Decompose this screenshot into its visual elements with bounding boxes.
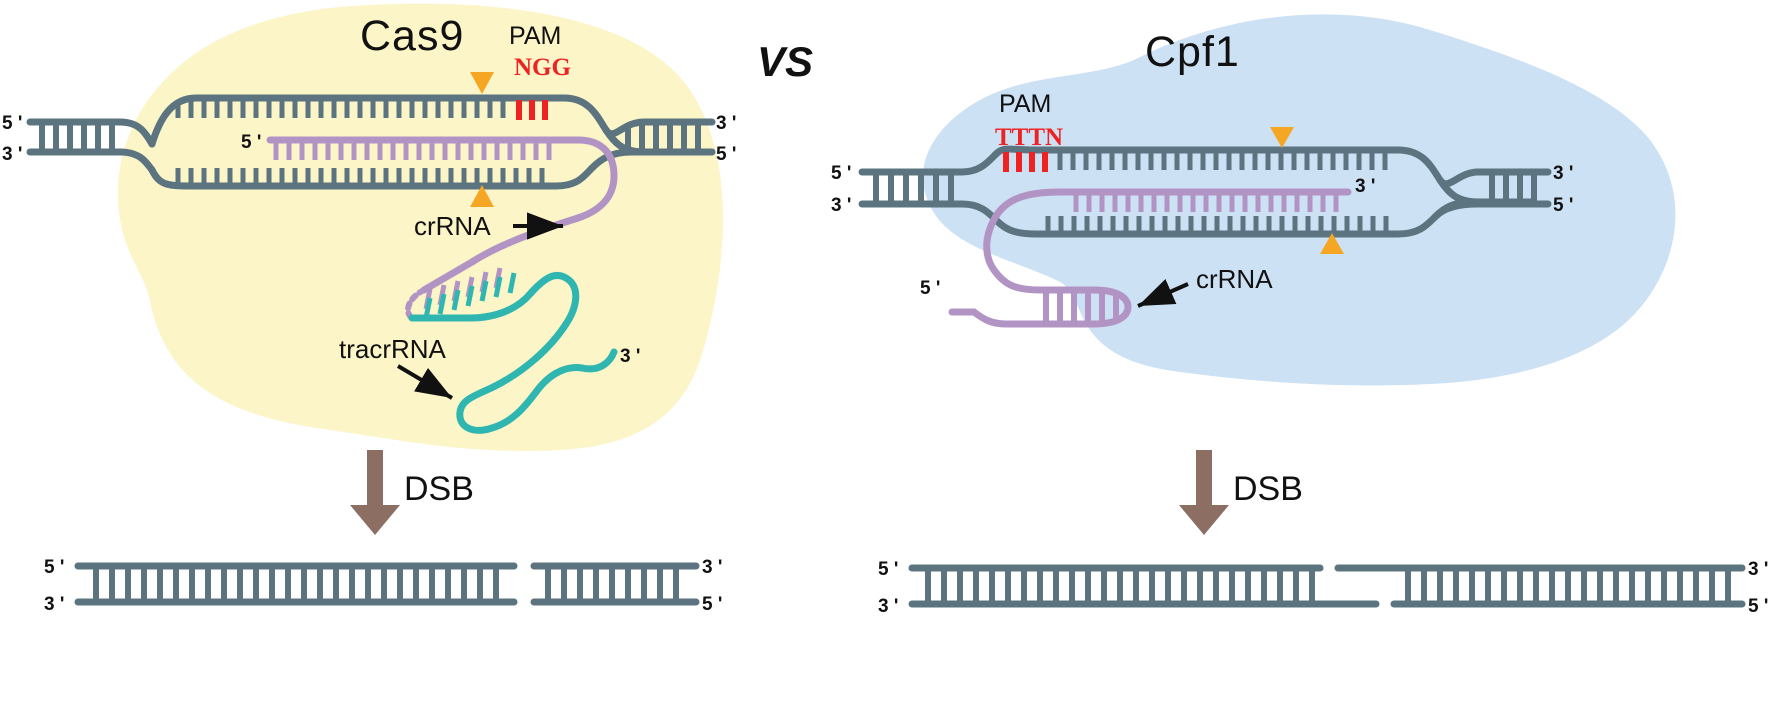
cas9-product-blunt: 5 ' 3 ' 3 ' 5 ' [44,557,722,615]
cpf1-product-label-right-5prime: 5 ' [1748,596,1768,617]
cas9-pam-label: PAM [509,22,561,50]
cpf1-product-label-left-5prime: 5 ' [878,559,898,580]
cas9-label-left-3prime: 3 ' [2,144,22,165]
cas9-tracrrna-3prime-label: 3 ' [620,346,640,367]
cpf1-crrna-label: crRNA [1196,264,1273,294]
cas9-label-right-3prime: 3 ' [716,113,736,134]
cpf1-pam-bases [1003,152,1048,172]
cas9-tracrrna-label: tracrRNA [339,334,447,364]
cas9-crrna: 5 ' [241,132,618,266]
cpf1-crrna-3prime-label: 3 ' [1355,176,1375,197]
cpf1-right-duplex: 3 ' 5 ' [1432,163,1573,220]
cpf1-dsb-arrow [1179,450,1229,535]
cpf1-cut-marker-bottom [1320,233,1344,254]
cpf1-crrna-5prime-label: 5 ' [920,278,940,299]
cas9-top-strand [148,94,704,156]
cpf1-dsb-label: DSB [1233,470,1303,508]
cas9-tracrrna-pointer [396,364,454,400]
cpf1-left-duplex: 5 ' 3 ' [831,150,1000,224]
cpf1-crrna: 5 ' 3 ' [920,176,1375,328]
cas9-crrna-tracrrna-duplex [405,258,570,322]
cas9-product-label-right-5prime: 5 ' [702,594,722,615]
cas9-cut-marker-top [470,72,494,94]
cpf1-top-strand [992,145,1538,206]
cpf1-label-left-3prime: 3 ' [831,195,851,216]
cas9-dsb-arrow [350,450,400,535]
cas9-crrna-label: crRNA [414,211,491,241]
cas9-title: Cas9 [360,12,464,60]
cpf1-product-label-left-3prime: 3 ' [878,596,898,617]
cpf1-title: Cpf1 [1145,28,1240,76]
cas9-label-left-5prime: 5 ' [2,113,22,134]
cas9-right-duplex: 3 ' 5 ' [602,113,736,165]
cpf1-product-staggered: 5 ' 3 ' 3 ' 5 ' [878,559,1768,617]
cas9-cut-marker-bottom [470,185,494,207]
cas9-product-label-left-5prime: 5 ' [44,557,64,578]
cpf1-pam-label: PAM [999,90,1051,118]
cas9-product-label-right-3prime: 3 ' [702,557,722,578]
cas9-pam-bases [516,100,548,120]
cas9-label-right-5prime: 5 ' [716,144,736,165]
comparator-label: VS [757,38,813,85]
cpf1-label-right-3prime: 3 ' [1553,163,1573,184]
cas9-pam-sequence: NGG [514,54,571,81]
cpf1-cut-marker-top [1270,127,1294,148]
cas9-dsb-label: DSB [404,470,474,508]
cpf1-label-left-5prime: 5 ' [831,163,851,184]
cas9-tracrrna: 3 ' [456,274,640,434]
cpf1-product-label-right-3prime: 3 ' [1748,559,1768,580]
cas9-product-label-left-3prime: 3 ' [44,594,64,615]
cas9-crrna-5prime-label: 5 ' [241,132,261,153]
cpf1-label-right-5prime: 5 ' [1553,195,1573,216]
cpf1-pam-sequence: TTTN [995,124,1063,151]
cpf1-crrna-pointer [1137,279,1189,308]
